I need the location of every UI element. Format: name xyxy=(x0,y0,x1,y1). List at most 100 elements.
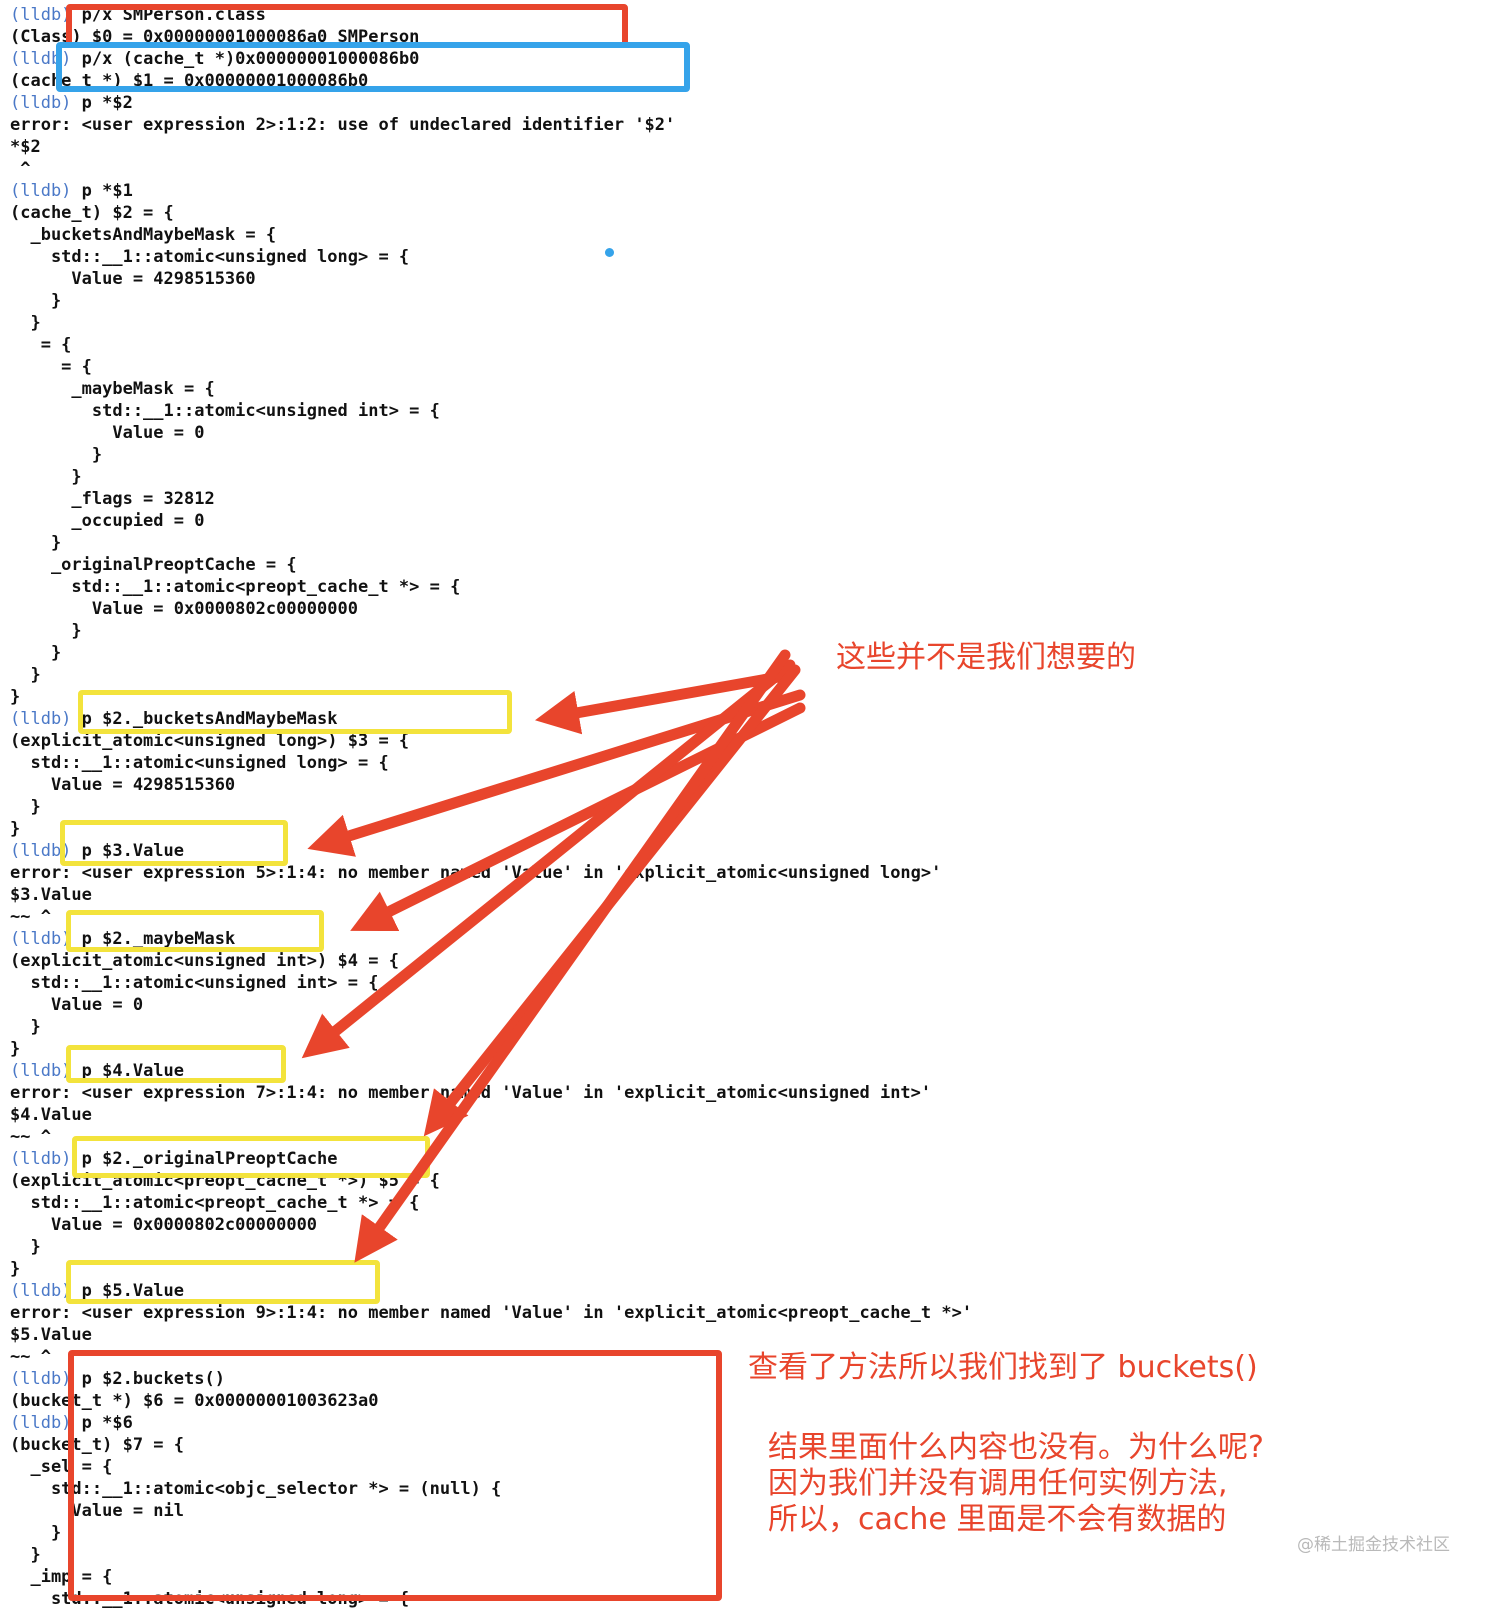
console-text: } xyxy=(10,1039,21,1059)
lldb-prompt: (lldb) xyxy=(10,929,72,949)
console-line: _sel = { xyxy=(10,1456,1500,1478)
console-text: p $5.Value xyxy=(71,1281,185,1301)
console-line: _bucketsAndMaybeMask = { xyxy=(10,224,1500,246)
console-text: } xyxy=(10,467,82,487)
console-text: p $2._originalPreoptCache xyxy=(71,1149,338,1169)
console-line: } xyxy=(10,466,1500,488)
console-text: = { xyxy=(10,335,72,355)
console-text: std::__1::atomic<unsigned long> = { xyxy=(10,753,389,773)
console-line: } xyxy=(10,444,1500,466)
console-line: } xyxy=(10,290,1500,312)
console-line: ~~ ^ xyxy=(10,1126,1500,1148)
console-line: Value = 0x0000802c00000000 xyxy=(10,1214,1500,1236)
console-text: p *$2 xyxy=(71,93,133,113)
console-text: p *$6 xyxy=(71,1413,133,1433)
console-text: Value = 0 xyxy=(10,995,144,1015)
console-line: std::__1::atomic<unsigned int> = { xyxy=(10,400,1500,422)
console-line: } xyxy=(10,642,1500,664)
watermark-text: @稀土掘金技术社区 xyxy=(1297,1535,1450,1555)
console-text: error: <user expression 7>:1:4: no membe… xyxy=(10,1083,932,1103)
console-text: error: <user expression 9>:1:4: no membe… xyxy=(10,1303,973,1323)
console-text: } xyxy=(10,445,103,465)
console-text: Value = 4298515360 xyxy=(10,775,236,795)
console-line: (lldb) p $5.Value xyxy=(10,1280,1500,1302)
console-line: std::__1::atomic<unsigned long> = { xyxy=(10,246,1500,268)
console-text: std::__1::atomic<unsigned int> = { xyxy=(10,973,379,993)
console-line: Value = 0 xyxy=(10,994,1500,1016)
console-line: std::__1::atomic<preopt_cache_t *> = { xyxy=(10,1192,1500,1214)
console-text: error: <user expression 2>:1:2: use of u… xyxy=(10,115,676,135)
console-line: } xyxy=(10,1258,1500,1280)
console-line: } xyxy=(10,1236,1500,1258)
console-text: error: <user expression 5>:1:4: no membe… xyxy=(10,863,942,883)
console-text: Value = 4298515360 xyxy=(10,269,256,289)
lldb-prompt: (lldb) xyxy=(10,1061,72,1081)
console-line: (lldb) p *$2 xyxy=(10,92,1500,114)
annotation-not-wanted: 这些并不是我们想要的 xyxy=(836,640,1136,675)
console-text: (bucket_t *) $6 = 0x00000001003623a0 xyxy=(10,1391,379,1411)
console-text: _originalPreoptCache = { xyxy=(10,555,297,575)
console-line: _flags = 32812 xyxy=(10,488,1500,510)
console-text: (cache_t) $2 = { xyxy=(10,203,174,223)
console-text: $4.Value xyxy=(10,1105,92,1125)
console-text: } xyxy=(10,533,62,553)
console-text: } xyxy=(10,643,62,663)
arrow-to-value-5 xyxy=(354,649,791,1263)
console-line: Value = 0x0000802c00000000 xyxy=(10,598,1500,620)
console-line: error: <user expression 5>:1:4: no membe… xyxy=(10,862,1500,884)
lldb-prompt: (lldb) xyxy=(10,1369,72,1389)
console-line: _imp = { xyxy=(10,1566,1500,1588)
console-text: Value = 0x0000802c00000000 xyxy=(10,1215,318,1235)
arrow-to-value-4 xyxy=(301,659,796,1059)
console-line: (bucket_t *) $6 = 0x00000001003623a0 xyxy=(10,1390,1500,1412)
console-text: p $2._bucketsAndMaybeMask xyxy=(71,709,338,729)
console-line: Value = nil xyxy=(10,1500,1500,1522)
console-line: error: <user expression 2>:1:2: use of u… xyxy=(10,114,1500,136)
console-line: Value = 0 xyxy=(10,422,1500,444)
annotation-line: 结果里面什么内容也没有。为什么呢? xyxy=(768,1430,1264,1465)
console-line: (lldb) p *$1 xyxy=(10,180,1500,202)
arrow-to-buckets-and-mask xyxy=(535,669,796,735)
console-text: (explicit_atomic<unsigned int>) $4 = { xyxy=(10,951,399,971)
highlight-box-maybe-mask xyxy=(66,910,324,952)
console-line: } xyxy=(10,686,1500,708)
console-line: error: <user expression 9>:1:4: no membe… xyxy=(10,1302,1500,1324)
lldb-prompt: (lldb) xyxy=(10,1149,72,1169)
console-text: } xyxy=(10,687,21,707)
console-line: } xyxy=(10,312,1500,334)
console-line: error: <user expression 7>:1:4: no membe… xyxy=(10,1082,1500,1104)
console-line: ^ xyxy=(10,158,1500,180)
console-line: = { xyxy=(10,334,1500,356)
lldb-prompt: (lldb) xyxy=(10,5,72,25)
console-text: Value = 0x0000802c00000000 xyxy=(10,599,358,619)
console-text: } xyxy=(10,797,41,817)
console-line: (lldb) p $4.Value xyxy=(10,1060,1500,1082)
console-line: (lldb) p $2.buckets() xyxy=(10,1368,1500,1390)
annotation-found-buckets: 查看了方法所以我们找到了 buckets() xyxy=(748,1350,1258,1385)
console-text: (bucket_t) $7 = { xyxy=(10,1435,184,1455)
console-text: p *$1 xyxy=(71,181,133,201)
console-text: } xyxy=(10,1545,41,1565)
console-line: (bucket_t) $7 = { xyxy=(10,1434,1500,1456)
console-line: _originalPreoptCache = { xyxy=(10,554,1500,576)
console-text: } xyxy=(10,1523,62,1543)
console-text: _maybeMask = { xyxy=(10,379,215,399)
console-text: std::__1::atomic<unsigned int> = { xyxy=(10,401,440,421)
console-text: ^ xyxy=(10,159,31,179)
lldb-prompt: (lldb) xyxy=(10,1413,72,1433)
console-line: $5.Value xyxy=(10,1324,1500,1346)
highlight-box-buckets-result xyxy=(68,1350,722,1601)
console-line: $4.Value xyxy=(10,1104,1500,1126)
console-text: } xyxy=(10,291,62,311)
console-text: = { xyxy=(10,357,92,377)
console-line: std::__1::atomic<preopt_cache_t *> = { xyxy=(10,576,1500,598)
console-text: $3.Value xyxy=(10,885,92,905)
console-line: _maybeMask = { xyxy=(10,378,1500,400)
console-text: } xyxy=(10,665,41,685)
console-text: ~~ ^ xyxy=(10,1127,51,1147)
console-line: } xyxy=(10,818,1500,840)
console-line: Value = 4298515360 xyxy=(10,268,1500,290)
console-line: } xyxy=(10,1522,1500,1544)
console-line: (lldb) p $3.Value xyxy=(10,840,1500,862)
console-line: (lldb) p *$6 xyxy=(10,1412,1500,1434)
